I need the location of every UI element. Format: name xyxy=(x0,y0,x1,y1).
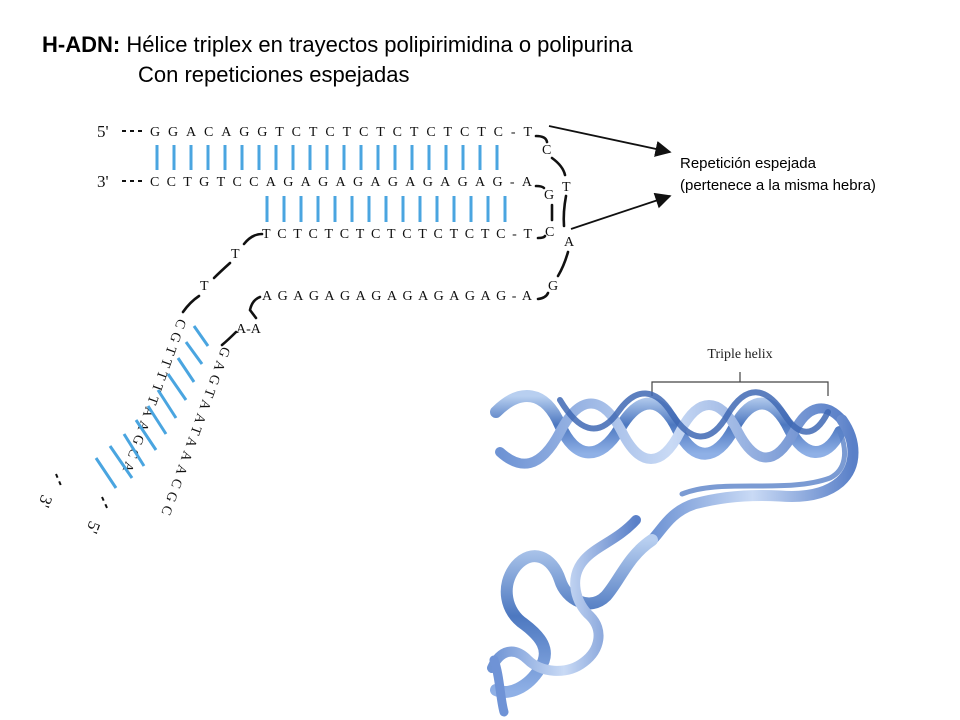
base-pairs-triplex xyxy=(265,196,507,222)
helix-loop-connector xyxy=(646,414,859,546)
sequence-row-1: GGACAGGTCTCTCTCTCTCTC-T xyxy=(150,125,532,140)
helix-strand-3 xyxy=(557,389,831,440)
linker-connector-5 xyxy=(220,330,238,347)
helix-loop-inner xyxy=(679,429,848,497)
loop-base-1: C xyxy=(542,143,551,158)
base-pairs-duplex xyxy=(155,145,499,170)
loop-base-3: G xyxy=(544,188,554,203)
sequence-row-2: CCTGTCCAGAGAGAGAGAGAG-A xyxy=(150,175,533,190)
loop-base-4: C xyxy=(545,225,554,240)
loop-base-5: A xyxy=(564,235,575,250)
page-title: H-ADN: Hélice triplex en trayectos polip… xyxy=(42,30,633,87)
loop-base-6: G xyxy=(548,279,558,294)
sequence-row-3: TCTCTCTCTCTCTCTC-T xyxy=(262,227,532,242)
title-line1: Hélice triplex en trayectos polipirimidi… xyxy=(120,32,633,57)
triple-helix-figure: Triple helix xyxy=(487,347,859,717)
prime-3-bottom: 3' xyxy=(34,493,56,510)
annotation-arrow-bottom xyxy=(570,192,672,230)
linker-connector-1 xyxy=(242,232,264,246)
annotation-line2: (pertenece a la misma hebra) xyxy=(680,177,876,194)
linker-aa: A-A xyxy=(236,322,262,337)
title-bold: H-ADN: xyxy=(42,32,121,57)
helix-strand-2 xyxy=(495,398,847,469)
loop-connector-5 xyxy=(536,234,547,240)
triple-helix-label: Triple helix xyxy=(707,347,772,362)
linker-t2: T xyxy=(200,279,209,294)
prime-5-top: 5' xyxy=(97,122,109,141)
base-pairs-tail xyxy=(94,325,210,489)
annotation-line1: Repetición espejada xyxy=(680,155,816,172)
prime-3-mid: 3' xyxy=(97,172,109,191)
tail-strand-left: CGTTTTTAAGCA xyxy=(119,317,189,475)
linker-connector-3 xyxy=(181,294,201,314)
linker-t1: T xyxy=(231,247,240,262)
prime-5-bottom: 5' xyxy=(82,519,104,536)
linker-connector-4 xyxy=(248,295,262,320)
loop-connector-1 xyxy=(534,134,549,144)
mirror-repeat-annotation: Repetición espejada (pertenece a la mism… xyxy=(680,153,876,197)
loop-connector-7 xyxy=(556,250,570,278)
triple-helix-bracket xyxy=(651,372,829,396)
leader-3-bottom xyxy=(55,473,63,489)
loop-connector-8 xyxy=(536,291,550,301)
loop-base-2: T xyxy=(562,180,571,195)
tail-strand-right: GAGTAATAAACGC xyxy=(157,345,232,517)
annotation-arrow-top xyxy=(548,125,672,157)
sequence-row-4: AGAGAGAGAGAGAGAG-A xyxy=(262,289,533,304)
loop-connector-6 xyxy=(562,194,568,228)
linker-connector-2 xyxy=(212,261,232,280)
loop-connector-3 xyxy=(534,184,546,190)
svg-text:CGTTTTTAAGCA: CGTTTTTAAGCA xyxy=(119,317,189,475)
svg-text:GAGTAATAAACGC: GAGTAATAAACGC xyxy=(157,345,232,517)
leader-5-bottom xyxy=(101,496,109,511)
title-line2: Con repeticiones espejadas xyxy=(138,62,410,87)
duplex-strand-2 xyxy=(487,515,641,676)
loop-connector-2 xyxy=(550,156,567,177)
duplex-tail xyxy=(489,655,509,717)
